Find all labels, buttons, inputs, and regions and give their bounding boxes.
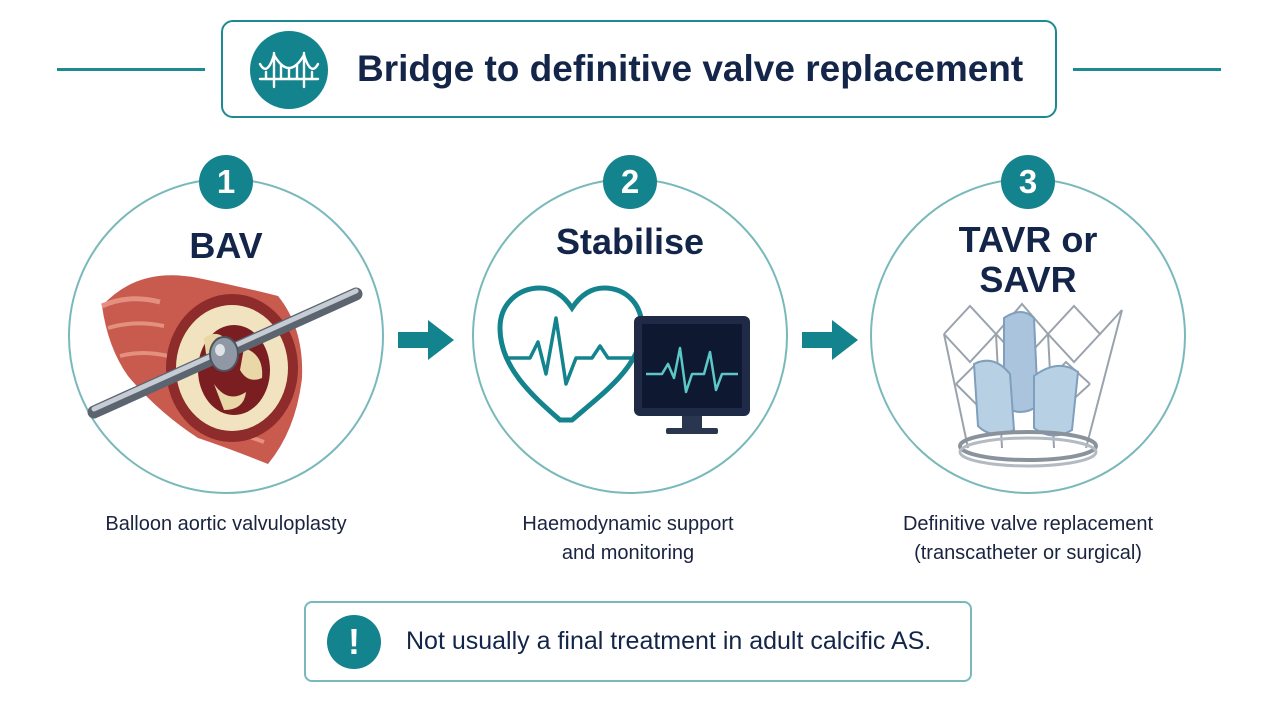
arrow-right-icon bbox=[398, 320, 454, 360]
title-rule-left bbox=[57, 68, 205, 71]
caption-line: Definitive valve replacement bbox=[902, 513, 1154, 535]
title-rule-right bbox=[1073, 68, 1221, 71]
heart-monitor-illustration bbox=[497, 285, 750, 434]
step-1: 1 BAV bbox=[68, 155, 384, 498]
caption-line: and monitoring bbox=[561, 542, 695, 564]
bridge-icon bbox=[250, 31, 328, 109]
step-heading-line: TAVR or bbox=[958, 219, 1098, 260]
step-heading: Stabilise bbox=[555, 221, 705, 262]
note-text: Not usually a final treatment in adult c… bbox=[406, 627, 932, 655]
caption-line: Balloon aortic valvuloplasty bbox=[105, 513, 347, 535]
step-3-caption: Definitive valve replacement (transcathe… bbox=[858, 510, 1198, 568]
exclamation-icon: ! bbox=[327, 615, 381, 669]
page-title: Bridge to definitive valve replacement bbox=[357, 48, 1024, 89]
arrow-right-icon bbox=[802, 320, 858, 360]
step-number: 2 bbox=[603, 155, 657, 209]
caption-line: (transcatheter or surgical) bbox=[914, 542, 1142, 564]
step-3: 3 TAVR or SAVR bbox=[870, 155, 1186, 498]
note-banner: ! Not usually a final treatment in adult… bbox=[304, 601, 972, 682]
caption-line: Haemodynamic support bbox=[522, 513, 734, 535]
step-2: 2 Stabilise bbox=[472, 155, 788, 498]
title-banner: Bridge to definitive valve replacement bbox=[221, 20, 1057, 118]
step-heading: BAV bbox=[189, 225, 263, 266]
step-1-caption: Balloon aortic valvuloplasty bbox=[56, 510, 396, 539]
step-heading: TAVR or SAVR bbox=[890, 220, 1166, 300]
prosthetic-valve-illustration bbox=[943, 302, 1123, 468]
step-number: 1 bbox=[199, 155, 253, 209]
step-heading-line: SAVR bbox=[979, 259, 1077, 300]
step-2-caption: Haemodynamic support and monitoring bbox=[458, 510, 798, 568]
step-number: 3 bbox=[1001, 155, 1055, 209]
balloon-catheter-illustration bbox=[87, 275, 363, 464]
